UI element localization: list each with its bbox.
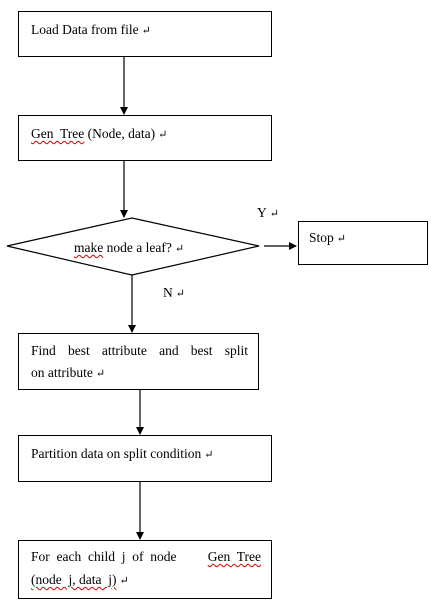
paragraph-mark-icon: ↵ <box>175 288 185 300</box>
paragraph-mark-icon: ↵ <box>269 208 279 220</box>
load-data-label: Load Data from file <box>31 22 139 37</box>
for-each-line1: For each child j of node <box>31 549 177 564</box>
no-text: N <box>163 285 173 300</box>
gen-tree-args: (Node, data) <box>87 126 156 141</box>
decision-diamond <box>6 217 260 276</box>
decision-keyword: make <box>74 240 104 255</box>
paragraph-mark-icon: ↵ <box>141 25 151 37</box>
stop-box: Stop↵ <box>298 221 428 265</box>
decision-text: node a leaf? <box>106 240 172 255</box>
find-best-line2: on attribute <box>31 365 93 380</box>
paragraph-mark-icon: ↵ <box>119 575 129 587</box>
find-best-line1: Find best attribute and best split <box>31 343 248 358</box>
paragraph-mark-icon: ↵ <box>336 233 346 245</box>
paragraph-mark-icon: ↵ <box>204 449 214 461</box>
for-each-gen-tree-keyword: Gen Tree <box>207 549 261 564</box>
paragraph-mark-icon: ↵ <box>174 243 185 255</box>
yes-label: Y↵ <box>257 205 279 222</box>
partition-label: Partition data on split condition <box>31 446 202 461</box>
no-label: N↵ <box>163 285 185 302</box>
paragraph-mark-icon: ↵ <box>95 368 106 380</box>
decision-label: make node a leaf?↵ <box>74 240 204 257</box>
load-data-box: Load Data from file↵ <box>18 11 272 57</box>
find-best-box: Find best attribute and best split on at… <box>18 333 259 390</box>
gen-tree-box: Gen Tree (Node, data)↵ <box>18 115 272 161</box>
for-each-box: For each child j of node Gen Tree (node j… <box>18 540 272 599</box>
yes-text: Y <box>257 205 267 220</box>
for-each-args: (node j, data j) <box>31 572 117 587</box>
gen-tree-keyword: Gen Tree <box>31 126 85 141</box>
partition-box: Partition data on split condition↵ <box>18 435 272 482</box>
paragraph-mark-icon: ↵ <box>158 129 168 141</box>
stop-label: Stop <box>309 230 334 245</box>
